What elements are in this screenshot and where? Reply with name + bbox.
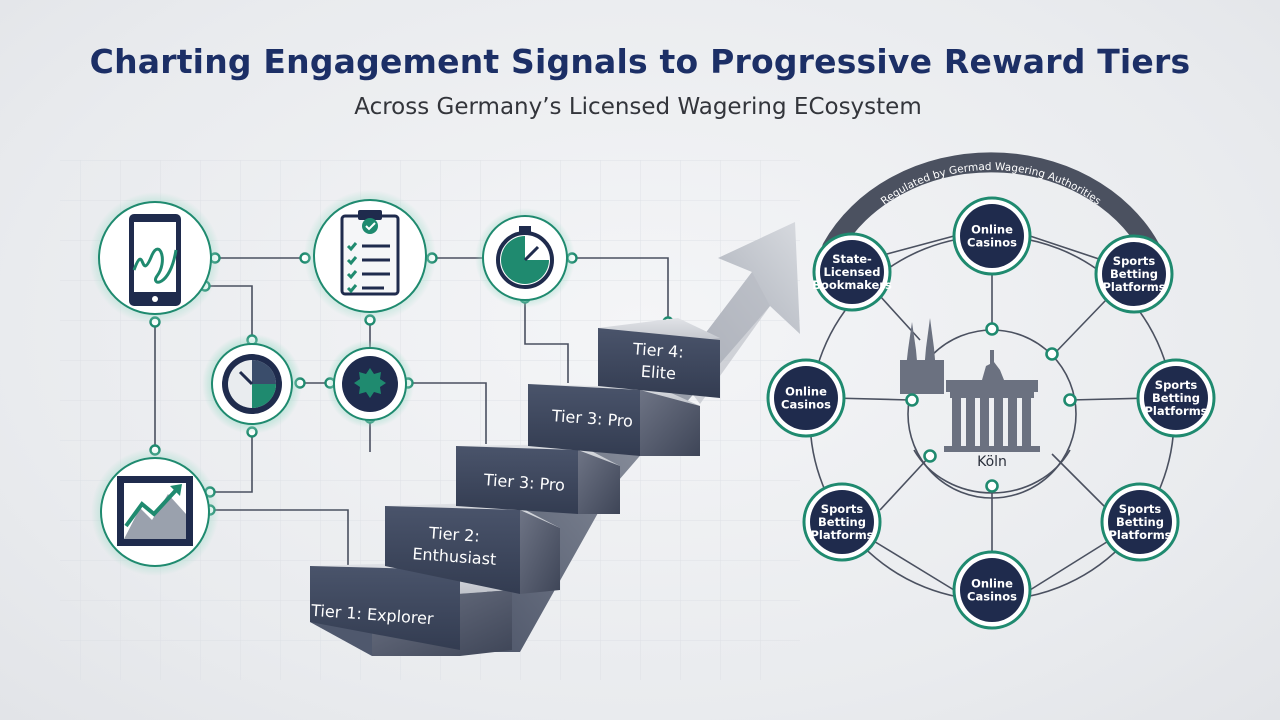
ecosystem-node-6-line-1: Casinos [781, 398, 831, 412]
tier-4-line-2: Elite [640, 362, 676, 383]
svg-text:Elite: Elite [640, 362, 676, 383]
ecosystem-node-3-line-1: Betting [1116, 515, 1164, 529]
tier-4-line-1: Tier 4: [631, 339, 684, 362]
badge-icon [326, 340, 414, 428]
svg-text:Tier 4:: Tier 4: [631, 339, 684, 362]
ecosystem-node-1-line-0: Sports [1113, 254, 1156, 268]
stopwatch-icon [475, 208, 575, 308]
page-title: Charting Engagement Signals to Progressi… [89, 42, 1191, 81]
ecosystem-node-2-line-0: Sports [1155, 378, 1198, 392]
ecosystem-nodes: OnlineCasinosSportsBettingPlatformsSport… [766, 196, 1216, 630]
ecosystem-node-4-line-1: Casinos [967, 590, 1017, 604]
hub-connector-nodes [905, 322, 1077, 493]
growth-chart-icon [91, 448, 219, 576]
tier-stairs [310, 318, 720, 656]
ecosystem-node-6-line-0: Online [785, 385, 827, 399]
tier-2-line-1: Tier 2: [427, 523, 480, 546]
tier-label-4: Tier 4: Elite [631, 339, 684, 383]
ecosystem-node-4-line-0: Online [971, 577, 1013, 591]
ecosystem-node-5-line-2: Platforms [810, 528, 873, 542]
city-label: Köln [977, 454, 1007, 470]
ecosystem-node-2-line-2: Platforms [1144, 404, 1207, 418]
ecosystem-node-2-line-1: Betting [1152, 391, 1200, 405]
mobile-path-icon [89, 192, 221, 324]
ecosystem-node-5-line-0: Sports [821, 502, 864, 516]
ecosystem-node-1-line-1: Betting [1110, 267, 1158, 281]
ecosystem-node-5-line-1: Betting [818, 515, 866, 529]
ecosystem-node-3-line-0: Sports [1119, 502, 1162, 516]
ecosystem-node-7-line-2: Bookmakers [812, 278, 892, 292]
page-subtitle: Across Germany’s Licensed Wagering ECosy… [354, 94, 922, 120]
checklist-icon [304, 190, 436, 322]
ecosystem-node-3-line-2: Platforms [1108, 528, 1171, 542]
ecosystem-node-7-line-0: State- [832, 252, 872, 266]
ecosystem-node-1-line-2: Platforms [1102, 280, 1165, 294]
ecosystem-node-0-line-0: Online [971, 223, 1013, 237]
clock-icon [202, 334, 302, 434]
svg-text:Tier 2:: Tier 2: [427, 523, 480, 546]
landmark-silhouette-icon [900, 318, 1040, 452]
ecosystem-node-7-line-1: Licensed [824, 265, 881, 279]
ecosystem-node-0-line-1: Casinos [967, 236, 1017, 250]
signal-connectors [154, 257, 669, 578]
